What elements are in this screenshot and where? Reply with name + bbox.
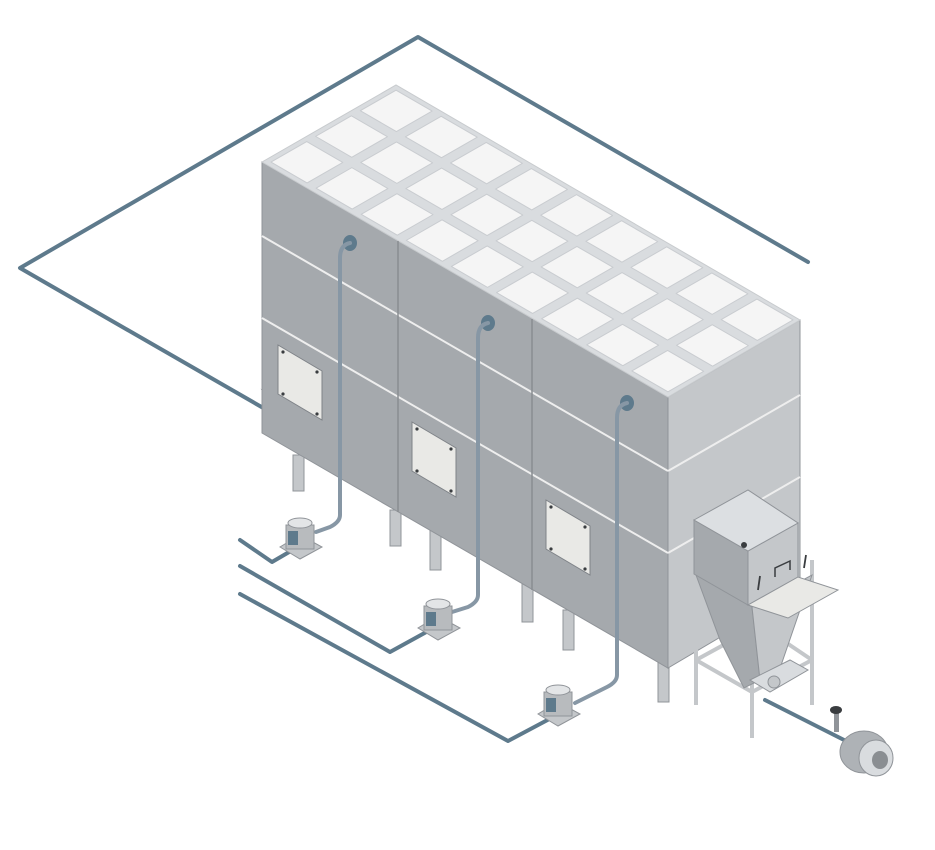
hood-top [692, 489, 799, 552]
ground-pipe-2 [238, 564, 432, 654]
filter-lid [676, 324, 749, 367]
clamp-right [803, 554, 807, 569]
access-panel-1 [277, 344, 323, 421]
bolt [415, 469, 419, 473]
rotary-valve-3 [537, 684, 582, 727]
bolt [583, 567, 587, 571]
bolt [315, 370, 319, 374]
filter-lid [315, 115, 388, 158]
leg [389, 509, 402, 547]
filter-lid [540, 245, 614, 289]
valve-cap [425, 598, 451, 610]
filter-lid [450, 141, 523, 185]
filter-lid [495, 168, 568, 211]
filter-lid [630, 298, 704, 341]
blower [830, 706, 894, 777]
filter-lid [675, 272, 749, 315]
access-panel-3 [545, 499, 591, 576]
valve-cap [287, 517, 313, 529]
access-panels [277, 344, 591, 576]
filter-lid [360, 141, 434, 184]
valve-inlet [426, 612, 436, 626]
filter-lid [720, 298, 794, 341]
filter-lid [585, 220, 659, 263]
bolt [449, 489, 453, 493]
filter-lid [404, 115, 478, 159]
access-panel-2 [411, 421, 457, 498]
leg [562, 609, 575, 651]
work-shelf [746, 576, 840, 619]
bolt [449, 447, 453, 451]
leg [292, 454, 305, 492]
outlet-pipe [763, 698, 850, 744]
filter-lid [495, 219, 569, 263]
drain-valve [767, 675, 781, 689]
blower-inlet [872, 751, 888, 769]
filter-lid [405, 167, 479, 210]
air-tube-1 [314, 241, 352, 534]
filter-lid [585, 272, 659, 315]
filter-lid [586, 323, 660, 367]
ground-pipe-1 [238, 538, 298, 564]
panel-bolts [281, 350, 587, 571]
base-tray [748, 659, 810, 693]
rotary-valve-2 [417, 598, 462, 641]
hood-handle [774, 559, 791, 577]
bolt [583, 525, 587, 529]
rotary-valve-1 [279, 517, 324, 560]
seam-front-upper [261, 235, 669, 472]
seam-side-upper [667, 394, 801, 472]
bolt [281, 392, 285, 396]
feed-line-loop [18, 35, 810, 415]
filter-lid [630, 246, 704, 289]
blower-stem [834, 712, 839, 732]
filter-lid [541, 297, 614, 341]
ground-pipe-3 [238, 592, 557, 743]
filter-lid [405, 219, 479, 262]
valve-cap [545, 684, 571, 696]
filter-lid [450, 245, 524, 288]
blower-cap [830, 706, 842, 714]
indicator-light [741, 542, 747, 548]
filter-lid [359, 89, 433, 133]
air-tube-2 [450, 321, 490, 614]
filter-lid [315, 167, 389, 210]
ground-pipes [238, 538, 850, 744]
filter-lid [631, 349, 705, 393]
module-dividers [397, 241, 533, 590]
filter-lid [360, 193, 434, 236]
rotary-valves [279, 517, 582, 727]
filter-lid [270, 141, 344, 184]
discharge-station [692, 489, 840, 738]
air-tube-3 [573, 401, 629, 705]
filter-lids [270, 89, 794, 393]
filter-lid [496, 271, 569, 314]
bolt [549, 547, 553, 551]
bolt [549, 505, 553, 509]
filter-lid [450, 193, 524, 237]
frame-brace [695, 658, 753, 694]
bolt [415, 427, 419, 431]
bolt [315, 412, 319, 416]
seam-front-lower [261, 317, 669, 554]
bolt [281, 350, 285, 354]
valve-inlet [288, 531, 298, 545]
air-tubes [314, 241, 629, 705]
valve-inlet [546, 698, 556, 712]
filter-lid [540, 194, 614, 237]
clamp-left [757, 575, 761, 591]
